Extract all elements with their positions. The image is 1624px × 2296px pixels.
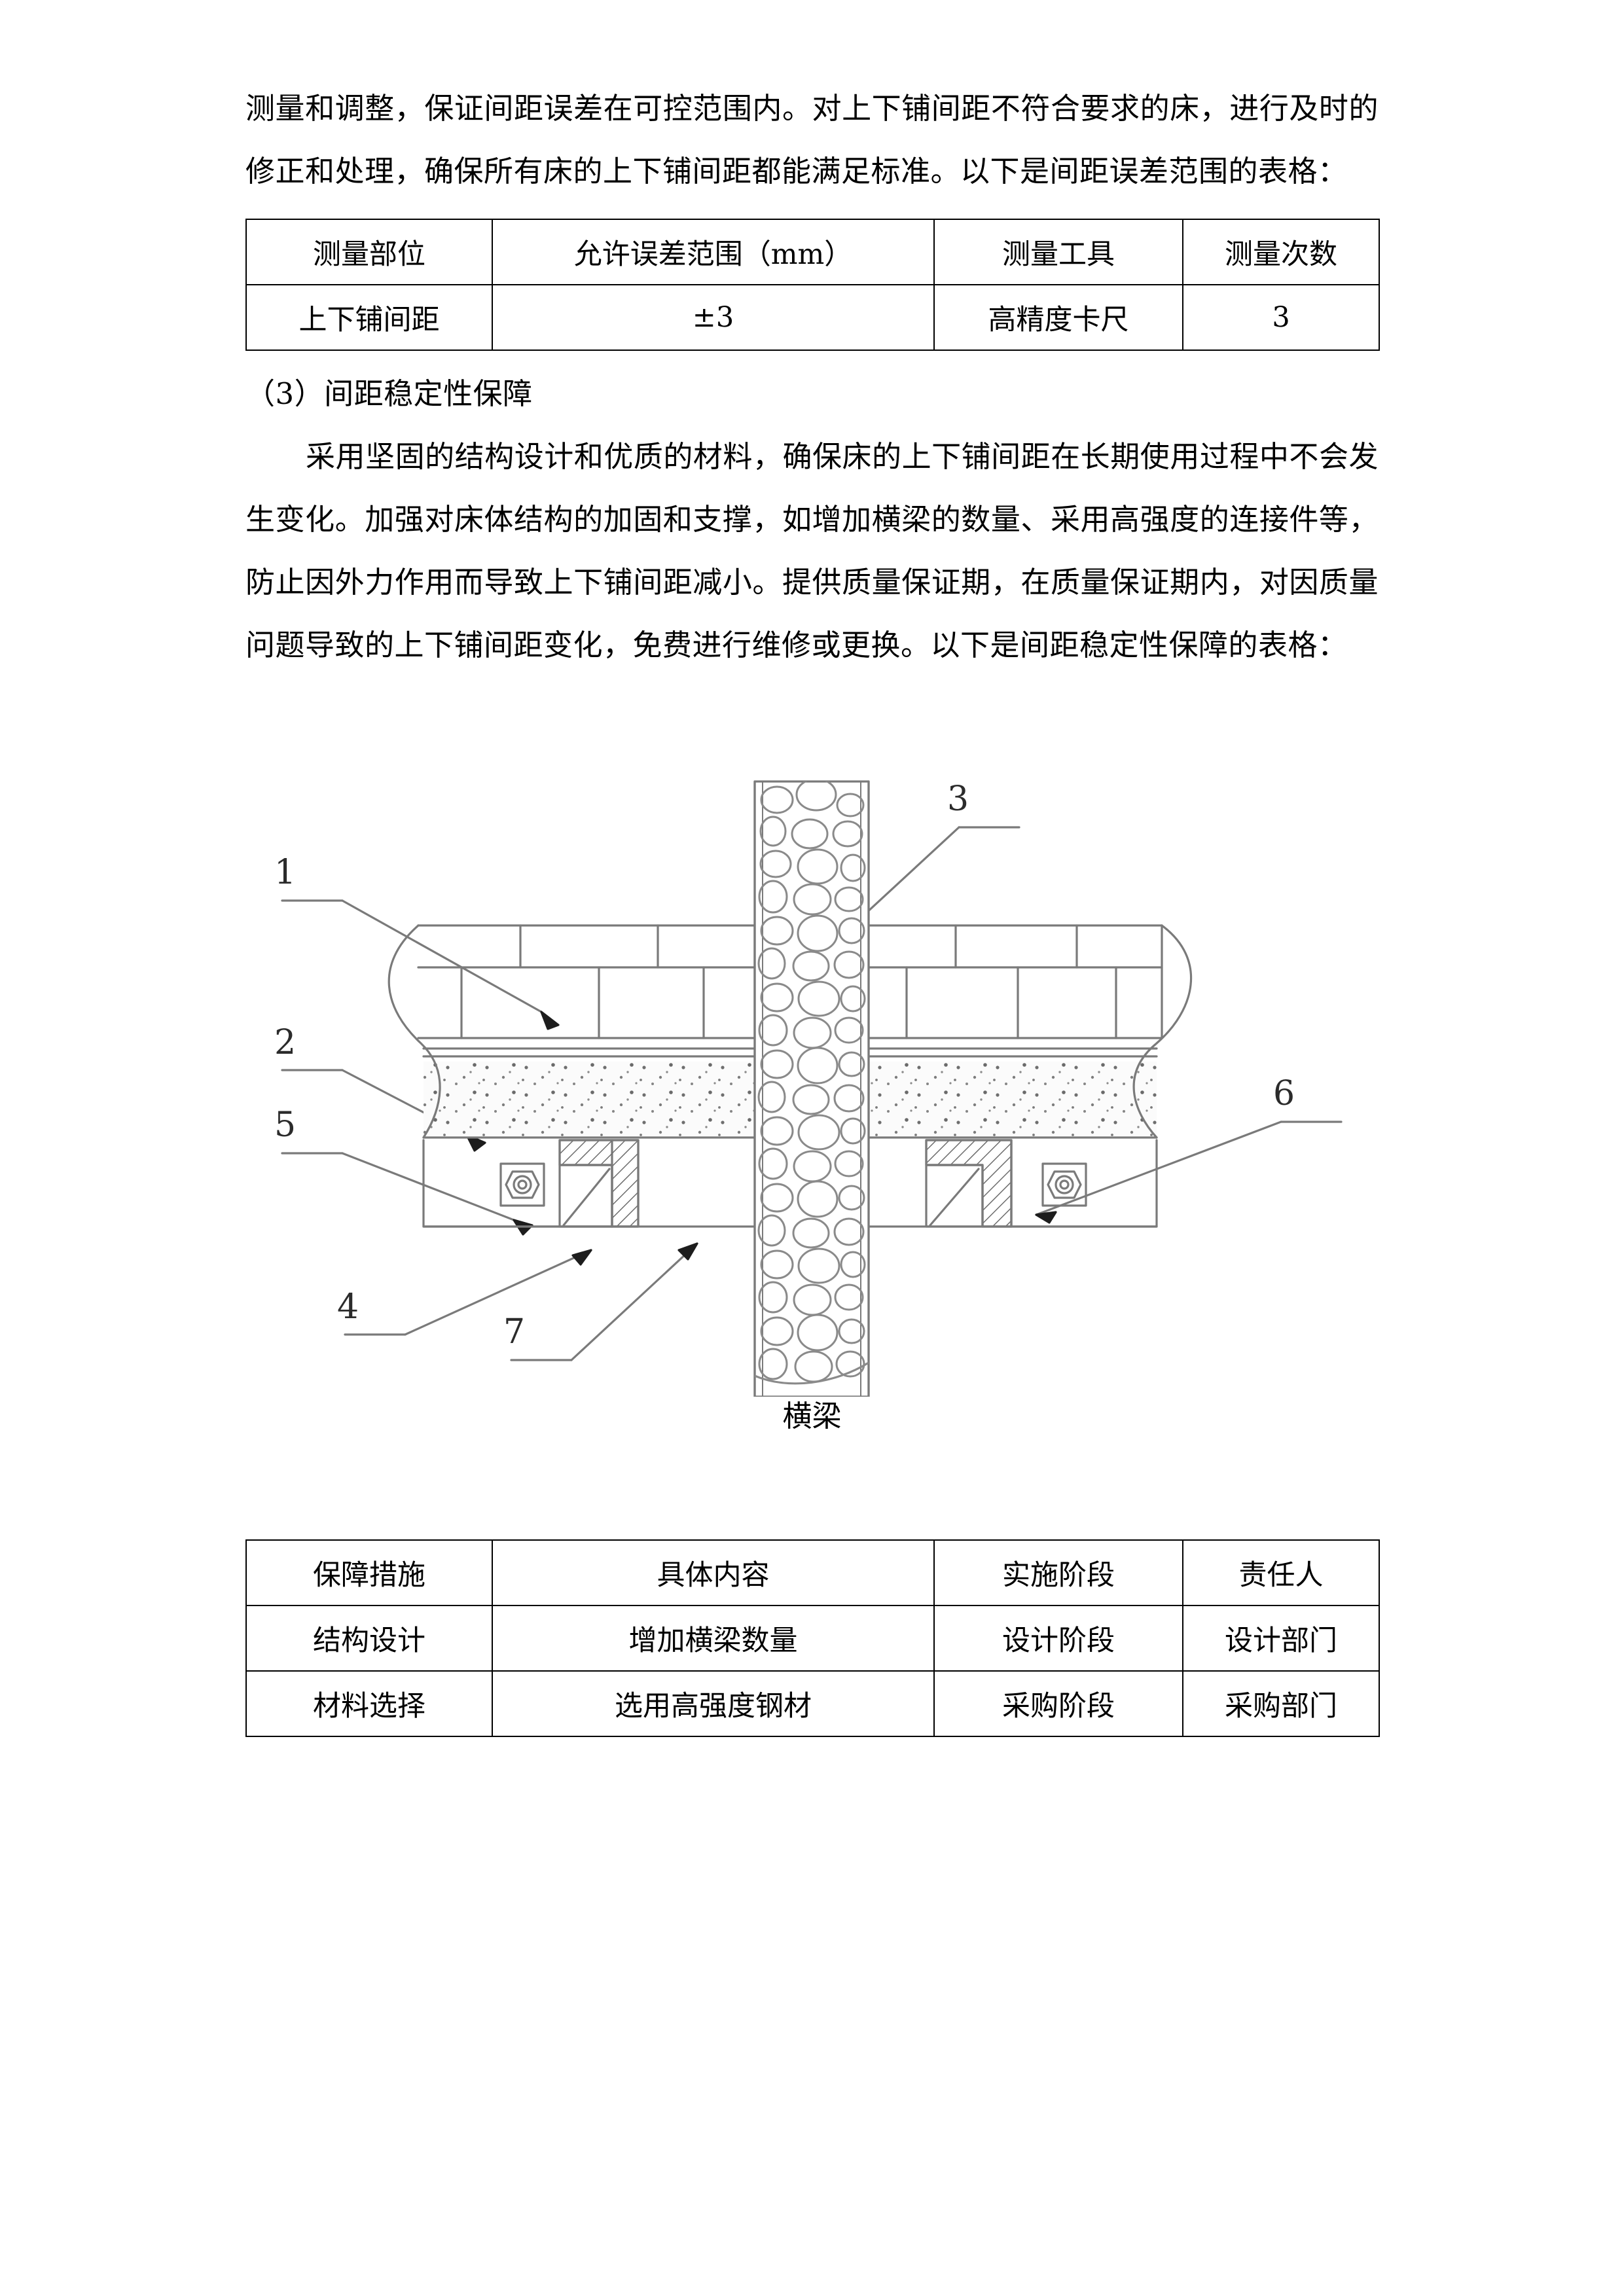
table-cell: 材料选择 [245,1670,493,1737]
paragraph-stability: 采用坚固的结构设计和优质的材料，确保床的上下铺间距在长期使用过程中不会发生变化。… [245,425,1379,677]
table-row: 上下铺间距 ±3 高精度卡尺 3 [245,284,1380,351]
callout-number-7: 7 [503,1312,525,1352]
table-cell: 上下铺间距 [245,284,493,351]
callout-number-4: 4 [337,1287,359,1327]
table-cell: 结构设计 [245,1605,493,1672]
callout-leader-6 [1035,1121,1343,1224]
callout-number-5: 5 [274,1105,296,1145]
table-header-row: 测量部位 允许误差范围（mm） 测量工具 测量次数 [245,219,1380,285]
table-header-cell: 责任人 [1182,1539,1380,1606]
table-header-cell: 保障措施 [245,1539,493,1606]
table-cell: 设计阶段 [933,1605,1183,1672]
callout-number-6: 6 [1273,1074,1295,1113]
table-cell: 增加横梁数量 [492,1605,935,1672]
aggregate-fill [757,781,866,1383]
section-heading-3: （3）间距稳定性保障 [245,376,533,411]
callout-leader-4 [344,1249,592,1336]
callout-number-2: 2 [274,1023,296,1062]
paragraph-intro: 测量和调整，保证间距误差在可控范围内。对上下铺间距不符合要求的床，进行及时的修正… [245,91,1379,188]
stability-table: 保障措施 具体内容 实施阶段 责任人 结构设计 增加横梁数量 设计阶段 设计部门… [245,1539,1380,1737]
crossbeam-cross-section-drawing: 1 2 3 4 5 6 7 [274,780,1343,1397]
bolt-right [1041,1162,1087,1207]
table-cell: 3 [1182,284,1380,351]
bolt-left [499,1162,545,1207]
table-cell: 选用高强度钢材 [492,1670,935,1737]
table-cell: 设计部门 [1182,1605,1380,1672]
callout-leader-7 [510,1242,698,1361]
table-header-cell: 测量工具 [933,219,1183,285]
crossbeam-figure: 1 2 3 4 5 6 7 [245,703,1379,1397]
figure-caption: 横梁 [782,1399,842,1433]
callout-leader-5 [281,1152,533,1236]
callout-number-3: 3 [947,780,969,819]
table-cell: ±3 [492,284,935,351]
table-cell: 高精度卡尺 [933,284,1183,351]
table-header-cell: 测量部位 [245,219,493,285]
table-header-row: 保障措施 具体内容 实施阶段 责任人 [245,1539,1380,1606]
table-cell: 采购部门 [1182,1670,1380,1737]
table-header-cell: 实施阶段 [933,1539,1183,1606]
table-header-cell: 测量次数 [1182,219,1380,285]
tolerance-table: 测量部位 允许误差范围（mm） 测量工具 测量次数 上下铺间距 ±3 高精度卡尺… [245,219,1380,351]
table-header-cell: 具体内容 [492,1539,935,1606]
page-content: 测量和调整，保证间距误差在可控范围内。对上下铺间距不符合要求的床，进行及时的修正… [245,0,1380,1737]
callout-leader-1 [281,899,560,1030]
table-row: 材料选择 选用高强度钢材 采购阶段 采购部门 [245,1670,1380,1737]
table-cell: 采购阶段 [933,1670,1183,1737]
paragraph-stability-text: 采用坚固的结构设计和优质的材料，确保床的上下铺间距在长期使用过程中不会发生变化。… [245,439,1379,662]
table-header-cell: 允许误差范围（mm） [492,219,935,285]
callout-number-1: 1 [274,853,296,892]
table-row: 结构设计 增加横梁数量 设计阶段 设计部门 [245,1605,1380,1672]
